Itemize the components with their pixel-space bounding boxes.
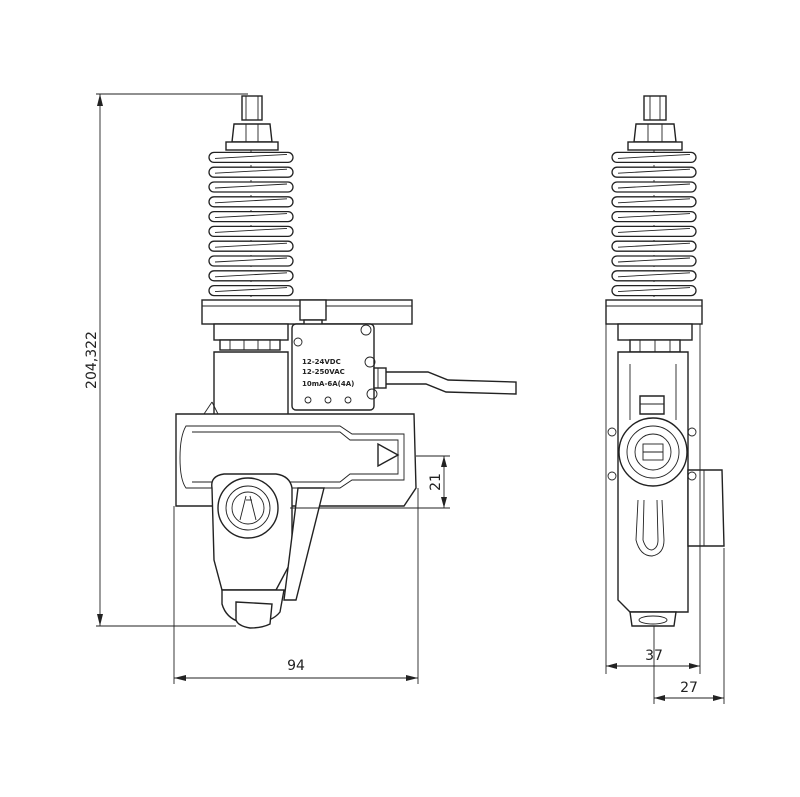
- spring-coil-edge: [617, 272, 691, 278]
- spring-coil: [208, 270, 294, 282]
- spring-coil: [208, 255, 294, 267]
- switch-rating-line2: 12-250VAC: [302, 368, 345, 376]
- spring-coil-edge: [214, 287, 288, 293]
- spring-coil: [208, 196, 294, 208]
- spring-coil-edge: [617, 287, 691, 293]
- spring-coil: [208, 284, 294, 297]
- spring-coil-edge: [214, 198, 288, 204]
- spring-coil: [611, 255, 697, 267]
- spring-coil-edge: [214, 272, 288, 278]
- spring-coil: [611, 151, 697, 164]
- side-dimensions: 37 27: [605, 324, 725, 704]
- spring-coil: [611, 240, 697, 252]
- spring-coil-edge: [617, 213, 691, 219]
- spring-coil: [611, 210, 697, 223]
- port-offset-dimension-label: 21: [428, 473, 444, 491]
- spring-coil-edge: [214, 153, 288, 159]
- spring-coil: [208, 240, 294, 252]
- plunger-nut: [225, 95, 279, 151]
- micro-switch: 12-24VDC 12-250VAC 10mA-6A(4A): [291, 299, 387, 411]
- side-view: [605, 95, 725, 627]
- spring-coil-edge: [617, 257, 691, 263]
- lower-port: [211, 473, 325, 629]
- flow-direction-icon: [377, 442, 400, 468]
- spring-coil: [208, 151, 294, 164]
- side-depth-dimension-label: 27: [680, 680, 698, 696]
- width-dimension-label: 94: [287, 658, 305, 674]
- spring-coil: [611, 166, 697, 178]
- front-view: 12-24VDC 12-250VAC 10mA-6A(4A): [175, 95, 517, 629]
- spring-coil-edge: [214, 257, 288, 263]
- spring-coil-edge: [617, 168, 691, 174]
- spring-coil: [611, 284, 697, 297]
- spring-coil: [208, 225, 294, 238]
- spring-coil: [611, 225, 697, 238]
- spring-coil: [611, 181, 697, 193]
- spring-coil-edge: [617, 227, 691, 233]
- switch-rating-line1: 12-24VDC: [302, 358, 341, 366]
- side-spring: [611, 150, 697, 298]
- spring-coil-edge: [617, 153, 691, 159]
- spring-coil-edge: [214, 168, 288, 174]
- spring-coil: [208, 210, 294, 223]
- side-plunger-nut: [627, 95, 683, 151]
- side-body: [607, 351, 725, 627]
- height-dimension-label: 204,322: [84, 331, 100, 389]
- spring-coil-edge: [214, 213, 288, 219]
- side-base-plate: [605, 299, 703, 353]
- spring-coil-edge: [214, 227, 288, 233]
- cable: [386, 371, 517, 395]
- spring-coil-edge: [617, 242, 691, 248]
- spring: [208, 150, 294, 298]
- switch-rating-line3: 10mA-6A(4A): [302, 380, 354, 388]
- spring-coil: [611, 270, 697, 282]
- spring-coil-edge: [214, 183, 288, 189]
- front-dimensions: 204,322 94 21: [84, 93, 450, 684]
- spring-coil-edge: [214, 242, 288, 248]
- spring-coil-edge: [617, 183, 691, 189]
- spring-coil-edge: [617, 198, 691, 204]
- spring-coil: [611, 196, 697, 208]
- spring-coil: [208, 181, 294, 193]
- spring-coil: [208, 166, 294, 178]
